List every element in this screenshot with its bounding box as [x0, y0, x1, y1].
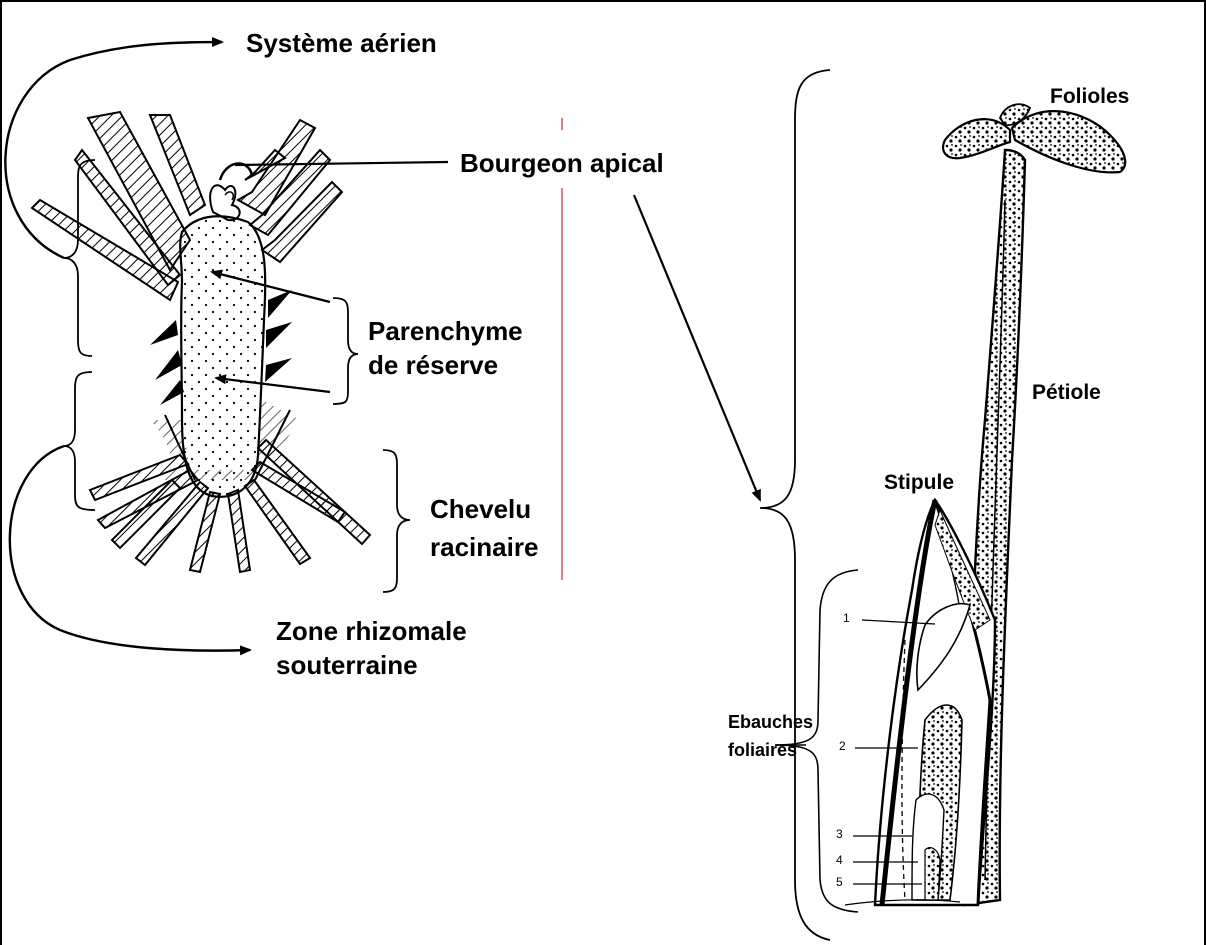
label-petiole: Pétiole — [1032, 380, 1101, 406]
primordium-number-3: 3 — [836, 827, 843, 841]
label-chevelu-line2: racinaire — [430, 532, 538, 564]
label-parenchyme-line2: de réserve — [368, 350, 498, 382]
arrow-bourgeon-to-brace — [634, 195, 760, 500]
label-stipule: Stipule — [884, 470, 954, 496]
rhizome-drawing — [32, 112, 370, 572]
label-bourgeon-apical: Bourgeon apical — [460, 148, 664, 180]
label-ebauches-line2: foliaires — [728, 740, 797, 762]
label-parenchyme-line1: Parenchyme — [368, 316, 523, 348]
label-folioles: Folioles — [1050, 84, 1129, 110]
primordium-number-5: 5 — [836, 875, 843, 889]
label-chevelu-line1: Chevelu — [430, 494, 531, 526]
leaf-drawing — [760, 70, 1125, 940]
primordium-number-2: 2 — [839, 739, 846, 753]
label-zone-line2: souterraine — [276, 650, 418, 682]
label-ebauches-line1: Ebauches — [728, 712, 813, 734]
primordium-number-4: 4 — [836, 853, 843, 867]
primordium-number-1: 1 — [843, 611, 850, 625]
label-systeme-aerien: Système aérien — [246, 28, 437, 60]
label-zone-line1: Zone rhizomale — [276, 616, 467, 648]
